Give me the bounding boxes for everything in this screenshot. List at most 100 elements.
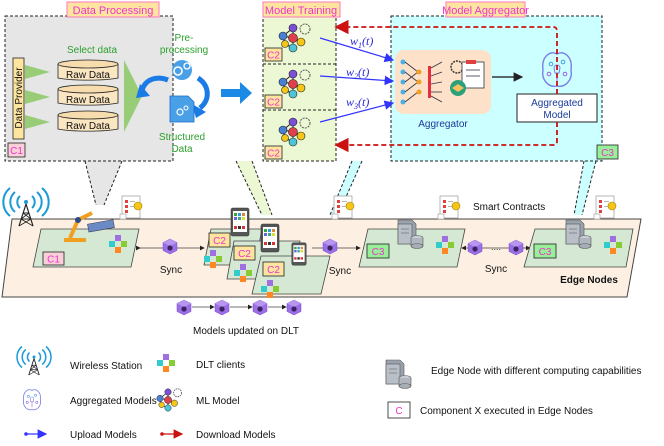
aggregator-network-icon (400, 59, 443, 105)
data-provider-label: Data Provider (14, 67, 25, 129)
upload-arrow-w2 (319, 75, 395, 86)
data-processing-title-box (66, 1, 160, 18)
svg-text:ML Model: ML Model (196, 396, 240, 407)
legend-item: Download Models (160, 429, 276, 441)
model-training-title-box (262, 1, 341, 18)
component-badge-c2 (264, 145, 283, 160)
svg-text:C3: C3 (372, 247, 385, 258)
svg-text:Raw Data: Raw Data (66, 70, 110, 81)
wireless-station-icon (16, 345, 52, 376)
structured-data-icon (169, 95, 195, 123)
svg-text:C2: C2 (267, 51, 280, 62)
edge-node-c3: C3 (358, 219, 466, 268)
agreement-contract-icon (450, 60, 485, 96)
cycle-arrow-icon (196, 75, 210, 110)
smart-contract-icon (119, 195, 143, 220)
edge-node-c1: C1 (32, 211, 140, 268)
svg-text:Component X executed in Edge N: Component X executed in Edge Nodes (420, 406, 593, 417)
svg-text:Aggregated Models: Aggregated Models (70, 396, 157, 407)
model-training-panel: Model Training C2 C2 C2 (262, 1, 341, 162)
raw-data-db: Raw Data (57, 110, 119, 132)
svg-text:C2: C2 (267, 149, 280, 160)
dlt-block-icon (252, 299, 268, 316)
data-flow-arrow (25, 90, 50, 104)
svg-text:C2: C2 (267, 98, 280, 109)
cycle-arrow-icon (139, 75, 169, 92)
dlt-clients-icon (157, 354, 175, 372)
dlt-block-icon (214, 299, 230, 316)
dlt-chain (176, 299, 302, 316)
component-badge-c1 (42, 251, 65, 266)
svg-text:Wireless Station: Wireless Station (70, 361, 142, 372)
component-badge-c3 (533, 243, 557, 259)
raw-data-db: Raw Data (57, 84, 119, 106)
smart-contracts-label: Smart Contracts (473, 202, 545, 213)
sync-label: Sync (329, 266, 351, 277)
aggregated-model-label-1: Aggregated (531, 98, 583, 109)
component-badge-c2 (264, 47, 283, 62)
svg-text:C2: C2 (238, 249, 251, 260)
edge-node-icon (385, 359, 412, 389)
data-processing-panel: Data Processing Data Provider Select dat… (4, 1, 210, 162)
component-icon (387, 401, 411, 419)
svg-text:Raw Data: Raw Data (66, 95, 110, 106)
model-aggregator-title-box (445, 1, 526, 18)
download-path-top (334, 19, 558, 94)
data-processing-title: Data Processing (73, 5, 154, 17)
sync-label: Sync (160, 265, 182, 276)
data-flow-arrow (25, 115, 50, 129)
download-path-bottom (334, 122, 558, 153)
smart-contract-icon (331, 195, 355, 220)
legend-item: Edge Node with different computing capab… (385, 359, 642, 389)
svg-text:Edge Node with different compu: Edge Node with different computing capab… (431, 366, 642, 377)
preprocessing-label-1: Pre- (175, 33, 194, 44)
svg-text:C: C (395, 406, 402, 417)
preprocessing-label-2: processing (160, 45, 208, 56)
callout-tail-data-processing (85, 161, 122, 205)
model-aggregator-title: Model Aggregator (442, 5, 529, 17)
sync-ellipsis: .... (491, 242, 501, 252)
dlt-block-icon (286, 299, 302, 316)
svg-text:C2: C2 (267, 265, 280, 276)
gears-icon (172, 60, 192, 80)
big-flow-arrow (124, 60, 142, 132)
component-badge-c2 (264, 94, 283, 109)
svg-text:DLT clients: DLT clients (196, 360, 245, 371)
structured-data-label-1: Structured (159, 132, 205, 143)
component-badge-c3 (366, 243, 390, 259)
component-badge-c2 (208, 232, 231, 248)
callout-tail-aggregator-2 (574, 161, 596, 215)
edge-node-c2: C2 (251, 242, 331, 298)
legend-item: DLT clients (157, 354, 245, 372)
legend-item: Upload Models (24, 429, 137, 441)
svg-text:C2: C2 (213, 236, 226, 247)
edge-node-c3: C3 (523, 219, 634, 268)
svg-text:C1: C1 (10, 146, 23, 157)
component-badge-c3 (596, 144, 619, 160)
upload-arrow-w3 (319, 100, 395, 123)
dlt-block-icon (176, 299, 192, 316)
aggregated-models-icon (22, 389, 42, 411)
svg-text:C1: C1 (47, 255, 60, 266)
weight-label-w3: w3(t) (346, 95, 369, 111)
dlt-block-icon (467, 239, 483, 256)
smart-contract-icon (437, 195, 461, 220)
legend-item: C Component X executed in Edge Nodes (387, 401, 593, 419)
component-badge-c2 (233, 245, 256, 261)
model-aggregator-panel: Model Aggregator (390, 1, 619, 162)
legend-item: ML Model (156, 388, 240, 412)
ml-model-icon (156, 388, 182, 412)
robot-arm-icon (64, 211, 115, 242)
data-provider-box (12, 57, 25, 140)
weight-label-w2: w2(t) (346, 65, 369, 81)
legend: Wireless Station DLT clients Edge Node w… (16, 345, 642, 441)
data-flow-arrow (25, 65, 50, 79)
raw-data-db: Raw Data (57, 59, 119, 81)
legend-item: Wireless Station (16, 345, 142, 376)
edge-nodes-label: Edge Nodes (560, 275, 618, 286)
processing-to-training-arrow (221, 82, 252, 104)
svg-text:Raw Data: Raw Data (66, 121, 110, 132)
smart-contract-icon (593, 195, 617, 220)
sync-label: Sync (485, 264, 507, 275)
structured-data-label-2: Data (171, 144, 193, 155)
